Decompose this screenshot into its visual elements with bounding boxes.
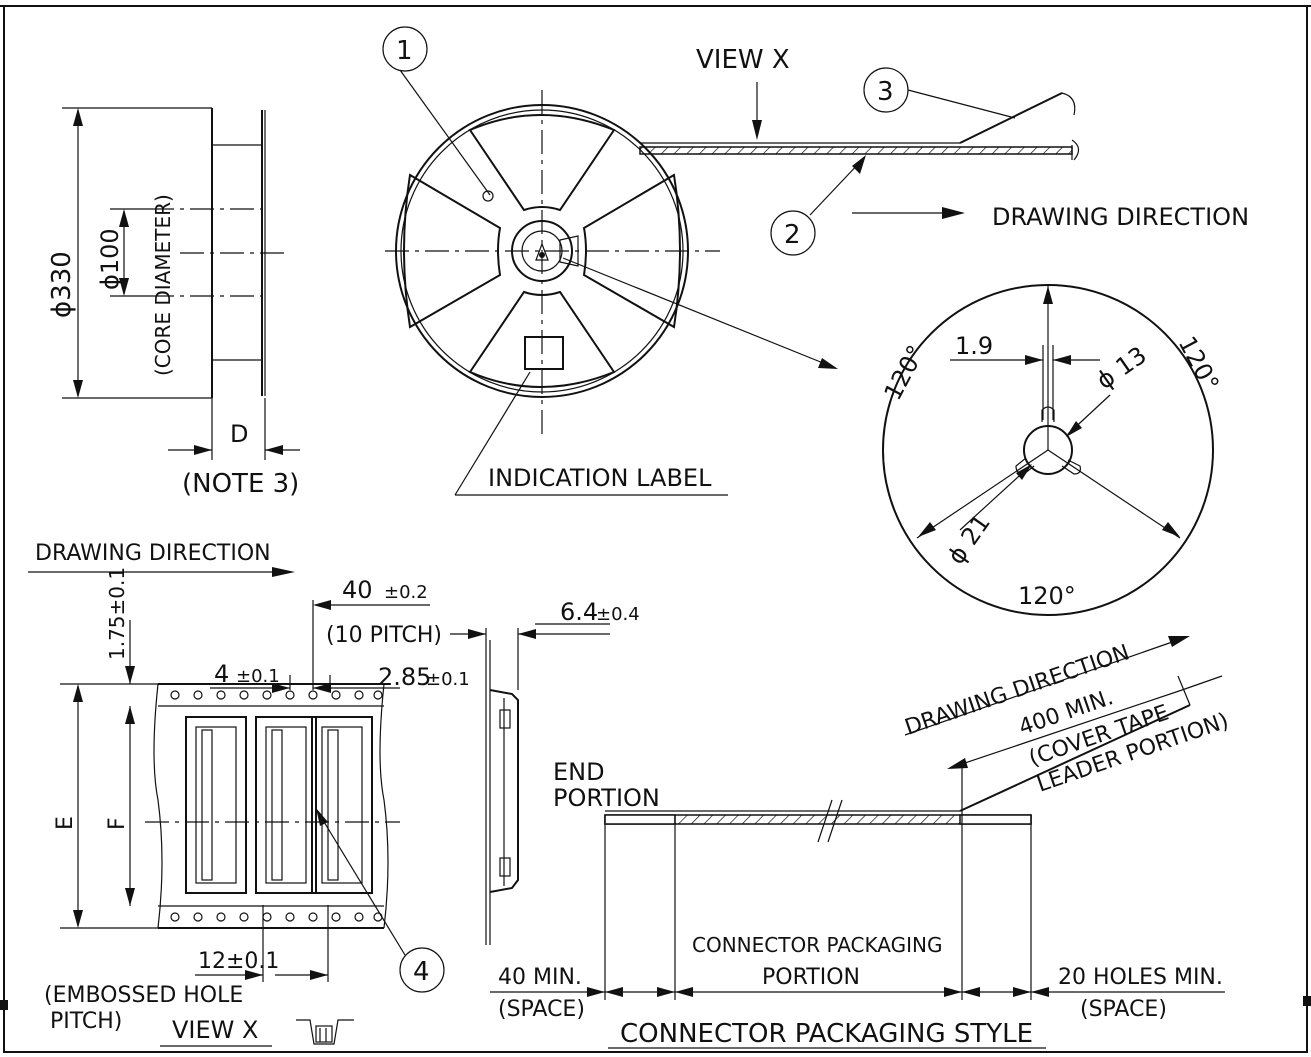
end-portion-label-2: PORTION (553, 784, 660, 812)
dim-40-label: 40 (342, 576, 373, 604)
ten-pitch-label: (10 PITCH) (326, 623, 442, 648)
dim-e-label: E (53, 816, 78, 830)
indication-label-text: INDICATION LABEL (488, 464, 712, 492)
view-x-top-label: VIEW X (696, 45, 790, 75)
drawing-frame (0, 5, 1311, 1053)
hub-detail (882, 284, 1214, 616)
angle-120-left-label: 120° (879, 341, 931, 405)
tol-2-85-label: ±0.1 (426, 669, 470, 690)
view-x-bottom-label: VIEW X (172, 1016, 258, 1044)
svg-text:4: 4 (413, 957, 430, 987)
balloon-4: 4 (399, 947, 445, 993)
balloon-3: 3 (863, 67, 909, 113)
note-3-label: (NOTE 3) (182, 469, 299, 499)
dim-phi21-label: ϕ 21 (942, 509, 996, 569)
svg-text:2: 2 (784, 220, 801, 250)
connector-packaging-style-title: CONNECTOR PACKAGING STYLE (620, 1019, 1033, 1049)
tol-6-4-label: ±0.4 (596, 604, 640, 625)
angle-120-bottom-label: 120° (1018, 582, 1076, 610)
dim-2-85-label: 2.85 (378, 663, 431, 691)
embossed-pockets (185, 716, 373, 894)
dim-1-9-label: 1.9 (955, 332, 993, 360)
reel-side-view (62, 107, 300, 460)
connector-packaging-portion-label-2: PORTION (762, 965, 860, 990)
dim-4-label: 4 (214, 660, 229, 688)
drawing-direction-left-label: DRAWING DIRECTION (35, 541, 271, 566)
tape-strip-top (639, 82, 1080, 219)
angle-120-right-label: 120° (1173, 332, 1225, 396)
dim-6-4-label: 6.4 (560, 598, 598, 626)
space-right-label: (SPACE) (1080, 997, 1167, 1022)
embossed-hole-label: (EMBOSSED HOLE (44, 983, 243, 1008)
balloon-2: 2 (770, 210, 816, 256)
svg-text:3: 3 (877, 77, 894, 107)
dim-12-label: 12±0.1 (198, 949, 279, 974)
carrier-tape-top-view (60, 600, 430, 982)
tol-40-label: ±0.2 (384, 582, 428, 603)
drawing-direction-right-label: DRAWING DIRECTION (992, 203, 1249, 231)
svg-text:1: 1 (396, 36, 413, 66)
pitch-label: PITCH) (50, 1009, 122, 1034)
dimension-d-label: D (230, 420, 248, 448)
reel-front-view (385, 69, 838, 496)
space-left-label: (SPACE) (498, 997, 585, 1022)
diameter-330-label: ϕ330 (47, 251, 77, 318)
carrier-tape-side-view (450, 623, 610, 945)
holes-20-label: 20 HOLES MIN. (1058, 965, 1223, 990)
diameter-100-label: ϕ100 (96, 228, 124, 290)
pocket-section-icon (296, 1019, 354, 1045)
balloon-1: 1 (382, 26, 428, 72)
dim-phi13-label: ϕ 13 (1091, 341, 1151, 395)
connector-packaging-portion-label-1: CONNECTOR PACKAGING (692, 933, 942, 957)
packaging-style-diagram (490, 636, 1225, 1000)
sprocket-holes-bottom (170, 912, 383, 922)
dim-1-75-label: 1.75±0.1 (105, 567, 129, 660)
min-40-label: 40 MIN. (498, 965, 582, 990)
sprocket-holes-top (170, 690, 383, 700)
end-portion-label-1: END (553, 758, 605, 786)
core-diameter-label: (CORE DIAMETER) (151, 194, 175, 376)
tol-4-label: ±0.1 (236, 666, 280, 687)
drawing-direction-left (28, 567, 295, 577)
dim-f-label: F (105, 817, 130, 830)
